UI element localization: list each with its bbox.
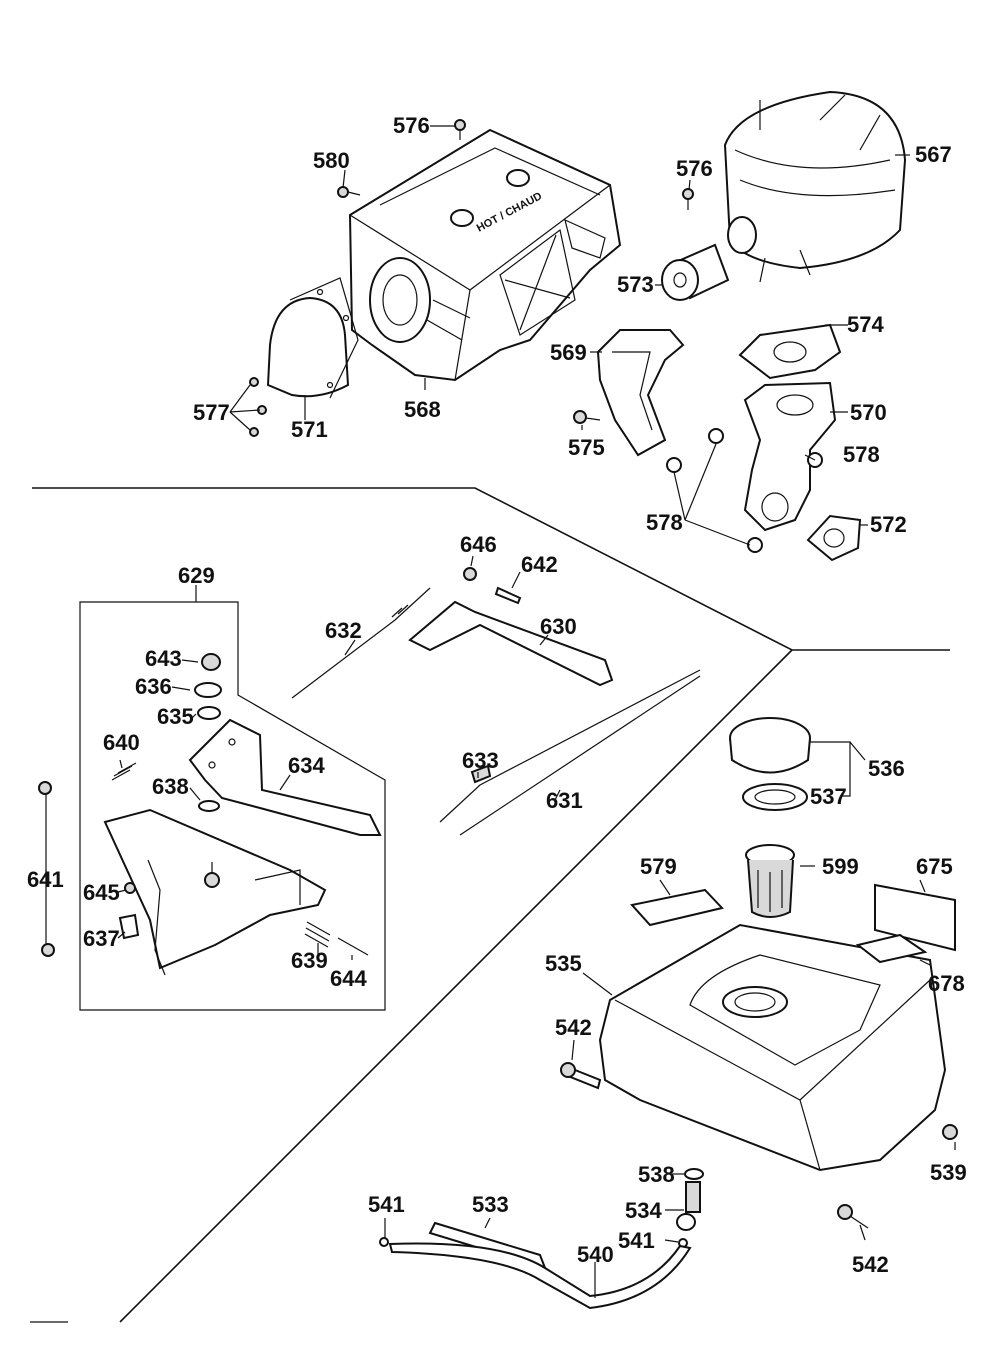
linkage-rods — [291, 567, 701, 836]
part-label-576-right: 576 — [676, 156, 713, 181]
fuel-cap-536 — [729, 717, 811, 774]
muffler-cover-568: HOT / CHAUD — [348, 128, 622, 382]
gasket-574 — [738, 323, 842, 380]
muffler-567 — [723, 90, 907, 283]
part-label-578-right: 578 — [843, 442, 880, 467]
muffler-screen-571 — [266, 277, 359, 399]
part-label-629: 629 — [178, 563, 215, 588]
part-number-labels: 576 580 567 576 573 574 569 570 577 571 … — [27, 113, 967, 1277]
part-label-630: 630 — [540, 614, 577, 639]
part-label-633: 633 — [462, 748, 499, 773]
part-label-577: 577 — [193, 400, 230, 425]
part-label-570: 570 — [850, 400, 887, 425]
tailpipe-573 — [661, 243, 730, 301]
part-label-541-right: 541 — [618, 1228, 655, 1253]
part-label-542-upper: 542 — [555, 1015, 592, 1040]
part-label-641: 641 — [27, 867, 64, 892]
part-label-631: 631 — [546, 788, 583, 813]
control-plate-637 — [103, 808, 327, 976]
part-label-634: 634 — [288, 753, 325, 778]
part-label-534: 534 — [625, 1198, 662, 1223]
part-label-537: 537 — [810, 784, 847, 809]
cap-gasket-537 — [742, 783, 808, 811]
fuel-hose-540 — [388, 1242, 692, 1310]
part-label-542-lower: 542 — [852, 1252, 889, 1277]
part-label-535: 535 — [545, 951, 582, 976]
part-label-636: 636 — [135, 674, 172, 699]
part-label-632: 632 — [325, 618, 362, 643]
part-label-536: 536 — [868, 756, 905, 781]
divider-upper — [32, 487, 950, 651]
part-label-580: 580 — [313, 148, 350, 173]
part-label-645: 645 — [83, 880, 120, 905]
part-label-541-left: 541 — [368, 1192, 405, 1217]
fuel-fittings — [379, 1062, 958, 1248]
exhaust-pipe-570 — [743, 381, 837, 532]
part-label-646: 646 — [460, 532, 497, 557]
part-label-675: 675 — [916, 854, 953, 879]
section-dividers — [30, 487, 950, 1323]
part-label-568: 568 — [404, 397, 441, 422]
part-label-640: 640 — [103, 730, 140, 755]
part-label-533: 533 — [472, 1192, 509, 1217]
bracket-569 — [596, 329, 685, 457]
part-label-573: 573 — [617, 272, 654, 297]
fuel-strainer-599 — [745, 844, 795, 918]
part-label-637: 637 — [83, 926, 120, 951]
governor-parts-small — [38, 653, 369, 957]
part-label-575: 575 — [568, 435, 605, 460]
part-label-540: 540 — [577, 1242, 614, 1267]
part-label-576-top: 576 — [393, 113, 430, 138]
part-label-572: 572 — [870, 512, 907, 537]
part-label-638: 638 — [152, 774, 189, 799]
part-label-639: 639 — [291, 948, 328, 973]
small-fasteners-upper — [249, 119, 823, 553]
part-label-539: 539 — [930, 1160, 967, 1185]
part-label-579: 579 — [640, 854, 677, 879]
gasket-572 — [806, 514, 862, 562]
fuel-tank-535 — [598, 923, 947, 1172]
part-label-635: 635 — [157, 704, 194, 729]
part-label-571: 571 — [291, 417, 328, 442]
leader-lines — [45, 125, 956, 1298]
part-label-642: 642 — [521, 552, 558, 577]
part-label-644: 644 — [330, 966, 367, 991]
divider-diagonal — [119, 649, 793, 1323]
labels-decals — [630, 883, 956, 964]
governor-group-629-box — [79, 585, 386, 1011]
part-label-574: 574 — [847, 312, 884, 337]
part-label-678: 678 — [928, 971, 965, 996]
part-label-599: 599 — [822, 854, 859, 879]
part-label-578-bottom: 578 — [646, 510, 683, 535]
part-label-569: 569 — [550, 340, 587, 365]
part-label-538: 538 — [638, 1162, 675, 1187]
part-label-643: 643 — [145, 646, 182, 671]
part-label-567: 567 — [915, 142, 952, 167]
governor-lever-634 — [188, 718, 382, 836]
